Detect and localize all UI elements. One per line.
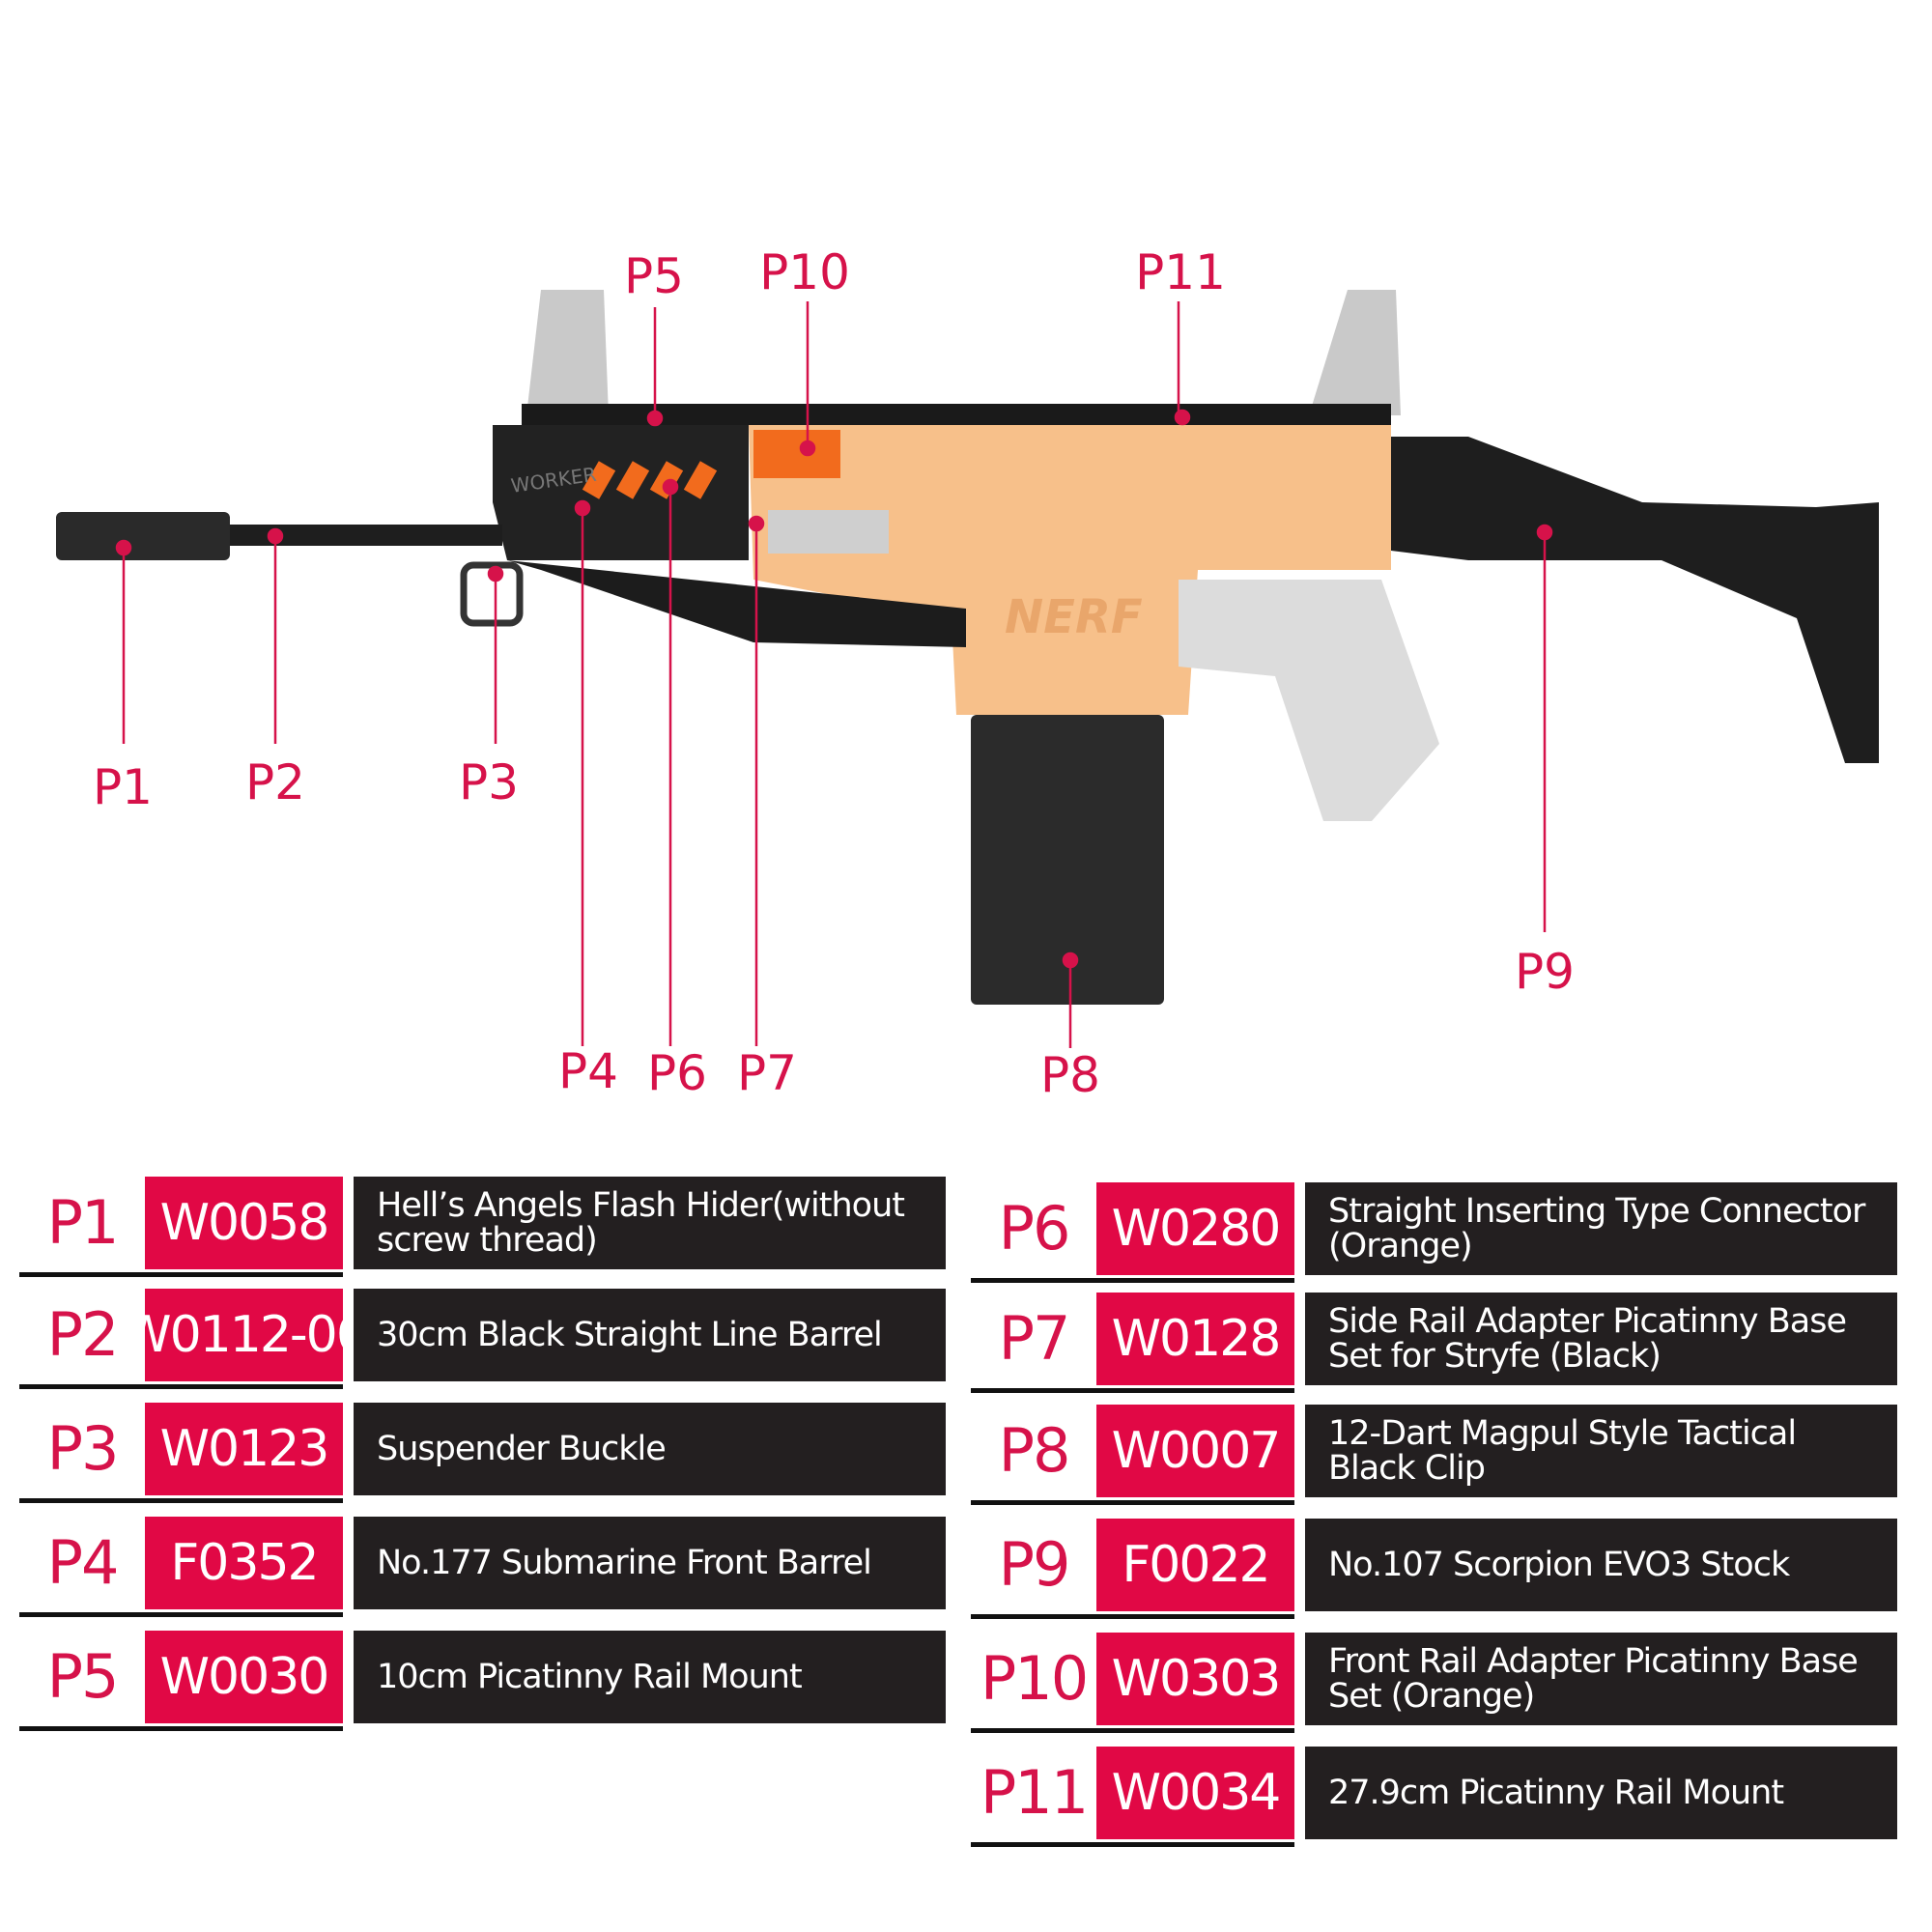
part-id: P11 [980, 1757, 1089, 1828]
part-code: W0303 [1096, 1633, 1294, 1725]
part-name: Side Rail Adapter Picatinny Base Set for… [1305, 1293, 1897, 1385]
callout-p10: P10 [759, 244, 850, 300]
barrel [222, 525, 502, 546]
callout-p7: P7 [737, 1045, 797, 1101]
front-barrel-housing [493, 425, 749, 560]
row-divider [19, 1726, 343, 1731]
part-code: W0128 [1096, 1293, 1294, 1385]
part-name: 12-Dart Magpul Style Tactical Black Clip [1305, 1405, 1897, 1497]
callout-p2: P2 [245, 754, 305, 810]
part-id: P7 [998, 1303, 1071, 1374]
part-name: No.107 Scorpion EVO3 Stock [1305, 1519, 1897, 1611]
part-name: No.177 Submarine Front Barrel [354, 1517, 946, 1609]
part-code: W0058 [145, 1177, 343, 1269]
row-divider [19, 1272, 343, 1277]
front-sight [1309, 290, 1401, 415]
row-divider [19, 1612, 343, 1617]
part-name: Front Rail Adapter Picatinny Base Set (O… [1305, 1633, 1897, 1725]
row-divider [19, 1384, 343, 1389]
nerf-logo: NERF [1005, 590, 1143, 644]
part-name: Suspender Buckle [354, 1403, 946, 1495]
magazine [971, 715, 1164, 1005]
part-id: P5 [46, 1641, 120, 1712]
row-divider [971, 1728, 1294, 1733]
part-code: W0112-06 [122, 1289, 368, 1381]
part-code: W0007 [1096, 1405, 1294, 1497]
part-name: Hell’s Angels Flash Hider(without screw … [354, 1177, 946, 1269]
part-id: P10 [980, 1643, 1089, 1714]
callout-p8: P8 [1040, 1047, 1100, 1103]
part-id: P1 [46, 1187, 120, 1258]
part-id: P6 [998, 1193, 1071, 1264]
callout-p5: P5 [624, 248, 684, 304]
flash-hider [56, 512, 230, 560]
orange-connector [753, 430, 840, 478]
rear-sight [526, 290, 609, 415]
row-divider [971, 1842, 1294, 1847]
callout-p3: P3 [459, 754, 519, 810]
part-name: 27.9cm Picatinny Rail Mount [1305, 1747, 1897, 1839]
blaster-body [749, 425, 1391, 715]
part-code: F0022 [1096, 1519, 1294, 1611]
part-name: Straight Inserting Type Connector (Orang… [1305, 1182, 1897, 1275]
callout-p11: P11 [1135, 244, 1226, 300]
part-code: W0030 [145, 1631, 343, 1723]
part-id: P9 [998, 1529, 1071, 1600]
row-divider [19, 1498, 343, 1503]
callout-p6: P6 [647, 1045, 707, 1101]
suspender-buckle [460, 561, 524, 627]
part-id: P4 [46, 1527, 120, 1598]
row-divider [971, 1388, 1294, 1393]
part-code: W0280 [1096, 1182, 1294, 1275]
part-name: 30cm Black Straight Line Barrel [354, 1289, 946, 1381]
row-divider [971, 1278, 1294, 1283]
part-code: W0123 [145, 1403, 343, 1495]
row-divider [971, 1614, 1294, 1619]
callout-p9: P9 [1515, 944, 1575, 1000]
part-code: W0034 [1096, 1747, 1294, 1839]
part-name: 10cm Picatinny Rail Mount [354, 1631, 946, 1723]
part-id: P3 [46, 1413, 120, 1484]
stock [1391, 437, 1879, 763]
handguard [507, 560, 966, 647]
callout-p1: P1 [93, 759, 153, 815]
part-id: P8 [998, 1415, 1071, 1486]
part-code: F0352 [145, 1517, 343, 1609]
row-divider [971, 1500, 1294, 1505]
grip [1179, 580, 1439, 821]
blaster-diagram: NERF WORKER [56, 290, 1879, 1048]
callout-p4: P4 [558, 1043, 618, 1099]
top-rail [522, 404, 1391, 425]
part-id: P2 [46, 1299, 120, 1370]
